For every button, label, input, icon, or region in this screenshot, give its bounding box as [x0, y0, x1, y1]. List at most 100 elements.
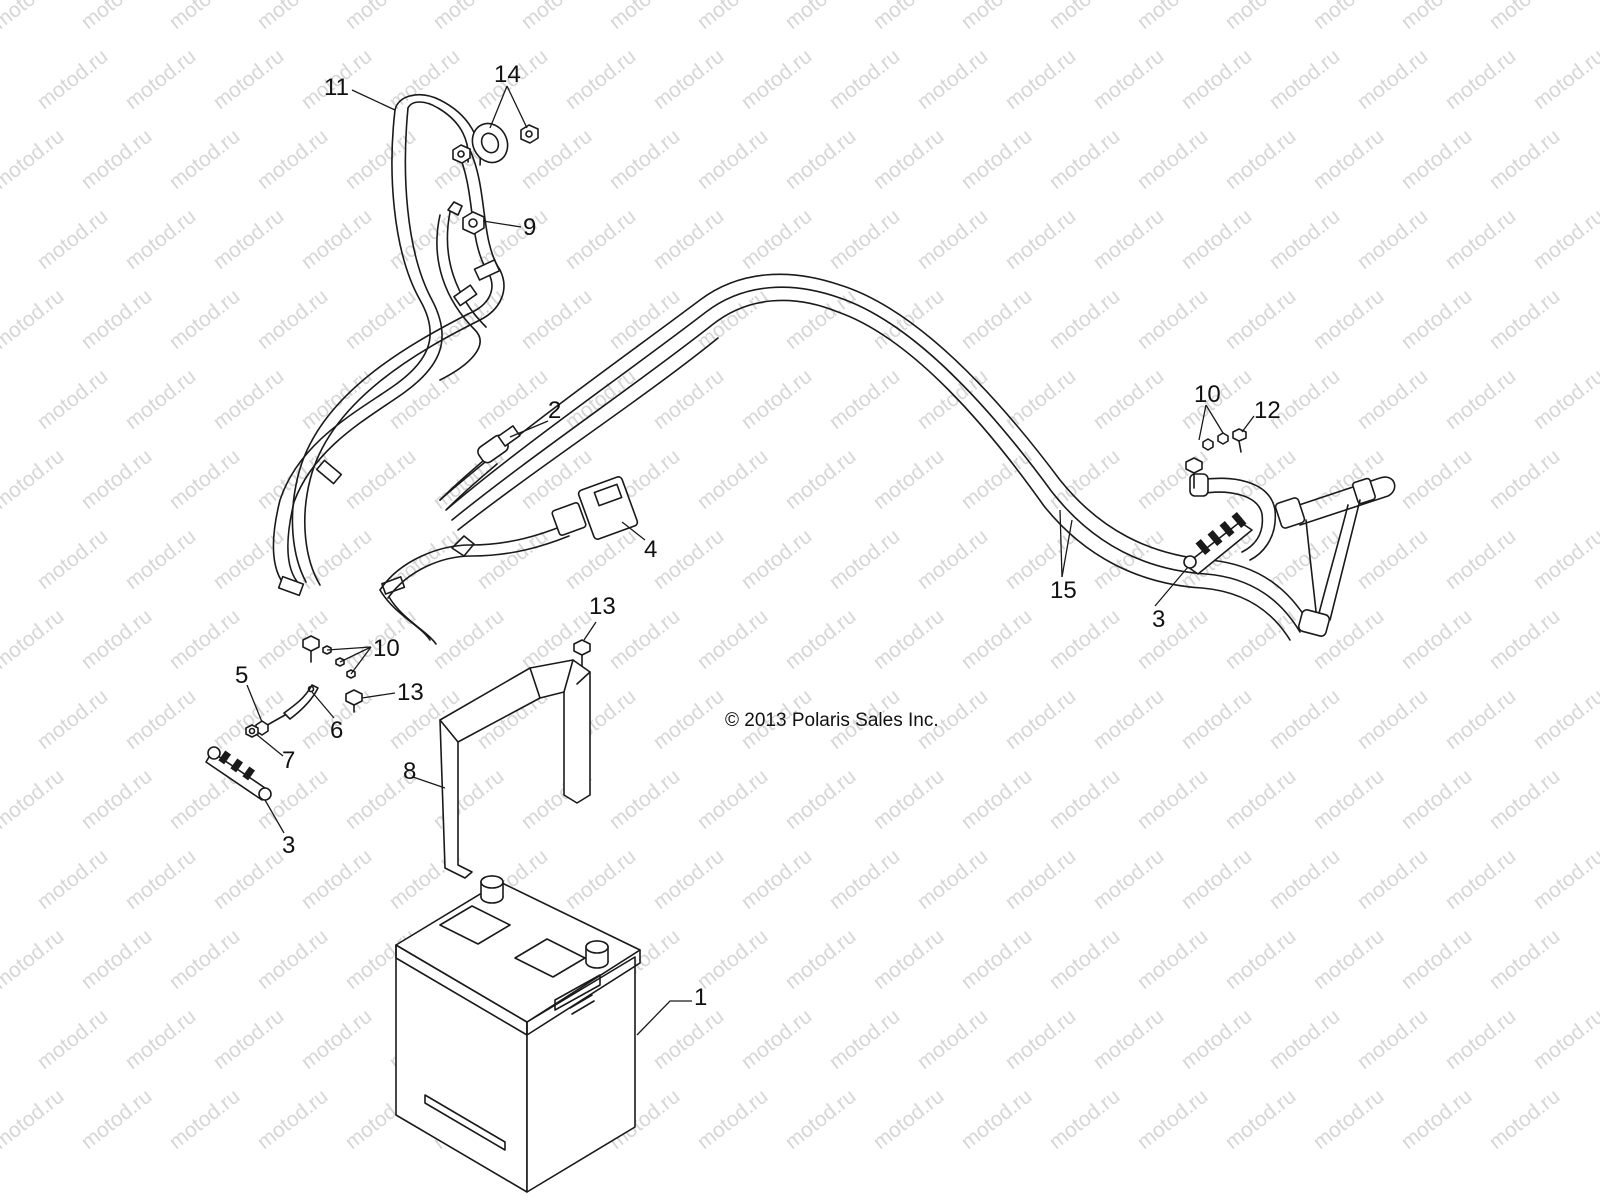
watermark-text: motod.ru: [957, 285, 1036, 354]
watermark-text: motod.ru: [957, 125, 1036, 194]
watermark-layer: motod.ru motod.ru motod.ru motod.ru motod.ru…: [0, 0, 1600, 1154]
callout-10-left: 10: [373, 635, 400, 662]
watermark-text: motod.ru: [605, 0, 684, 34]
watermark-text: motod.ru: [33, 45, 112, 114]
bracket-8: [439, 659, 591, 879]
watermark-text: motod.ru: [253, 285, 332, 354]
watermark-text: motod.ru: [165, 925, 244, 994]
callout-9: 9: [523, 214, 536, 241]
watermark-text: motod.ru: [869, 605, 948, 674]
watermark-text: motod.ru: [869, 0, 948, 34]
watermark-text: motod.ru: [429, 765, 508, 834]
watermark-text: motod.ru: [1529, 45, 1600, 114]
watermark-text: motod.ru: [737, 205, 816, 274]
watermark-text: motod.ru: [165, 0, 244, 34]
watermark-text: motod.ru: [913, 205, 992, 274]
watermark-text: motod.ru: [1529, 365, 1600, 434]
callout-labels: 11 14 9 2 4 10 12 15 3 13 10 5 6 13 7 8 …: [235, 61, 1281, 1011]
copyright-notice: © 2013 Polaris Sales Inc.: [725, 710, 939, 731]
watermark-text: motod.ru: [297, 205, 376, 274]
watermark-text: motod.ru: [77, 285, 156, 354]
watermark-text: motod.ru: [1309, 125, 1388, 194]
watermark-text: motod.ru: [1353, 205, 1432, 274]
watermark-text: motod.ru: [1485, 125, 1564, 194]
terminal-block-3-right: [1183, 457, 1396, 637]
callout-11: 11: [324, 74, 349, 101]
watermark-text: motod.ru: [341, 0, 420, 34]
connector-4: [379, 476, 639, 645]
watermark-text: motod.ru: [781, 0, 860, 34]
callout-2: 2: [548, 397, 561, 424]
watermark-text: motod.ru: [913, 1005, 992, 1074]
watermark-text: motod.ru: [77, 925, 156, 994]
watermark-text: motod.ru: [1485, 0, 1564, 34]
watermark-text: motod.ru: [1001, 205, 1080, 274]
watermark-text: motod.ru: [1265, 525, 1344, 594]
watermark-text: motod.ru: [781, 925, 860, 994]
watermark-text: motod.ru: [1485, 1085, 1564, 1154]
watermark-text: motod.ru: [165, 605, 244, 674]
watermark-text: motod.ru: [1045, 285, 1124, 354]
watermark-text: motod.ru: [1309, 925, 1388, 994]
callout-13-top: 13: [589, 593, 616, 620]
watermark-text: motod.ru: [1089, 205, 1168, 274]
watermark-text: motod.ru: [869, 765, 948, 834]
watermark-text: motod.ru: [1089, 365, 1168, 434]
watermark-text: motod.ru: [1353, 45, 1432, 114]
watermark-text: motod.ru: [1441, 525, 1520, 594]
watermark-text: motod.ru: [165, 445, 244, 514]
watermark-text: motod.ru: [1265, 685, 1344, 754]
watermark-text: motod.ru: [33, 365, 112, 434]
watermark-text: motod.ru: [33, 685, 112, 754]
watermark-text: motod.ru: [121, 205, 200, 274]
watermark-text: motod.ru: [1221, 765, 1300, 834]
watermark-text: motod.ru: [1441, 45, 1520, 114]
watermark-text: motod.ru: [165, 1085, 244, 1154]
watermark-text: motod.ru: [1133, 605, 1212, 674]
watermark-text: motod.ru: [0, 285, 68, 354]
watermark-text: motod.ru: [649, 205, 728, 274]
watermark-text: motod.ru: [77, 0, 156, 34]
callout-8: 8: [403, 758, 416, 785]
watermark-text: motod.ru: [781, 445, 860, 514]
terminal-lead-2: [439, 425, 521, 510]
watermark-text: motod.ru: [781, 765, 860, 834]
watermark-text: motod.ru: [1441, 205, 1520, 274]
watermark-text: motod.ru: [781, 1085, 860, 1154]
watermark-text: motod.ru: [1001, 1005, 1080, 1074]
watermark-text: motod.ru: [1529, 685, 1600, 754]
watermark-text: motod.ru: [1529, 525, 1600, 594]
watermark-text: motod.ru: [825, 525, 904, 594]
watermark-text: motod.ru: [1177, 685, 1256, 754]
watermark-text: motod.ru: [33, 845, 112, 914]
fasteners-10-12-right: [1202, 428, 1247, 453]
watermark-text: motod.ru: [869, 925, 948, 994]
fasteners-left: [205, 635, 363, 801]
watermark-text: motod.ru: [737, 1005, 816, 1074]
watermark-text: motod.ru: [869, 445, 948, 514]
callout-1: 1: [694, 984, 707, 1011]
watermark-text: motod.ru: [121, 525, 200, 594]
watermark-text: motod.ru: [341, 445, 420, 514]
watermark-text: motod.ru: [1133, 1085, 1212, 1154]
watermark-text: motod.ru: [121, 685, 200, 754]
watermark-text: motod.ru: [1529, 845, 1600, 914]
watermark-text: motod.ru: [1221, 285, 1300, 354]
watermark-text: motod.ru: [1001, 365, 1080, 434]
watermark-text: motod.ru: [33, 205, 112, 274]
watermark-text: motod.ru: [1221, 0, 1300, 34]
watermark-text: motod.ru: [957, 0, 1036, 34]
watermark-text: motod.ru: [1397, 285, 1476, 354]
watermark-text: motod.ru: [429, 0, 508, 34]
watermark-text: motod.ru: [1177, 45, 1256, 114]
watermark-text: motod.ru: [253, 125, 332, 194]
watermark-text: motod.ru: [737, 45, 816, 114]
watermark-text: motod.ru: [1001, 845, 1080, 914]
watermark-text: motod.ru: [385, 205, 464, 274]
watermark-text: motod.ru: [1133, 125, 1212, 194]
watermark-text: motod.ru: [957, 925, 1036, 994]
watermark-text: motod.ru: [33, 525, 112, 594]
watermark-text: motod.ru: [605, 285, 684, 354]
watermark-text: motod.ru: [429, 605, 508, 674]
watermark-text: motod.ru: [165, 285, 244, 354]
